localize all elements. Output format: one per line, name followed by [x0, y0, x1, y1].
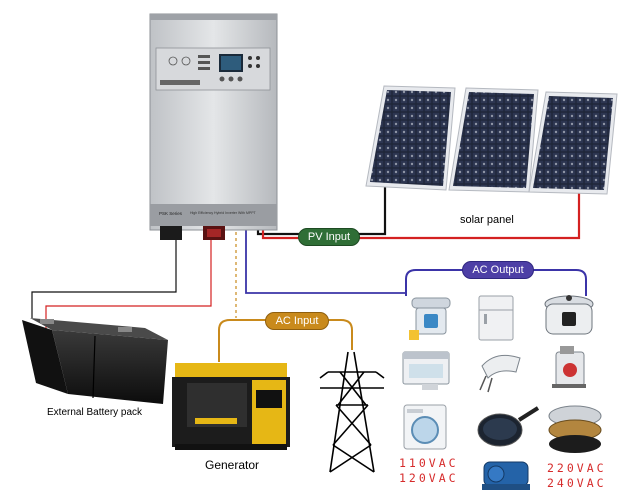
battery-negative-wire [31, 240, 177, 318]
appliance-waffle-maker-icon [548, 405, 602, 453]
inverter-subtitle: High Efficiency Hybrid Inverter With MPP… [190, 211, 256, 215]
battery-terminal-negative [160, 226, 182, 240]
voltage-high-1: 220VAC [547, 461, 607, 475]
pv-input-label: PV Input [298, 228, 360, 246]
hybrid-inverter [149, 13, 278, 240]
transmission-tower-icon [319, 351, 385, 473]
appliance-rice-cooker-icon [544, 295, 594, 335]
solar-panel-label: solar panel [460, 214, 514, 226]
generator-label: Generator [205, 458, 260, 472]
ac-output-wire [245, 226, 406, 294]
appliance-juicer-icon [409, 297, 451, 340]
appliance-hand-mixer-icon [479, 354, 521, 393]
ac-output-label: AC Output [462, 261, 534, 279]
appliance-dishwasher-icon [402, 351, 450, 390]
appliance-washing-machine-icon [403, 404, 447, 450]
voltage-low-2: 120VAC [399, 471, 459, 485]
appliance-meat-grinder-icon [552, 346, 586, 388]
ac-input-label: AC Input [265, 312, 329, 330]
appliance-water-pump-icon [482, 461, 530, 490]
pv-positive-wire [261, 190, 581, 240]
appliance-refrigerator-icon [478, 295, 514, 341]
battery-positive-wire [45, 240, 212, 330]
voltage-high-2: 240VAC [547, 476, 607, 490]
voltage-low-1: 110VAC [399, 456, 459, 470]
battery-pack [22, 318, 168, 404]
inverter-series-label: PSK Series [159, 211, 183, 216]
appliance-frying-pan-icon [477, 406, 540, 447]
solar-panels [365, 85, 618, 195]
generator [172, 363, 290, 450]
battery-label: External Battery pack [47, 407, 143, 418]
